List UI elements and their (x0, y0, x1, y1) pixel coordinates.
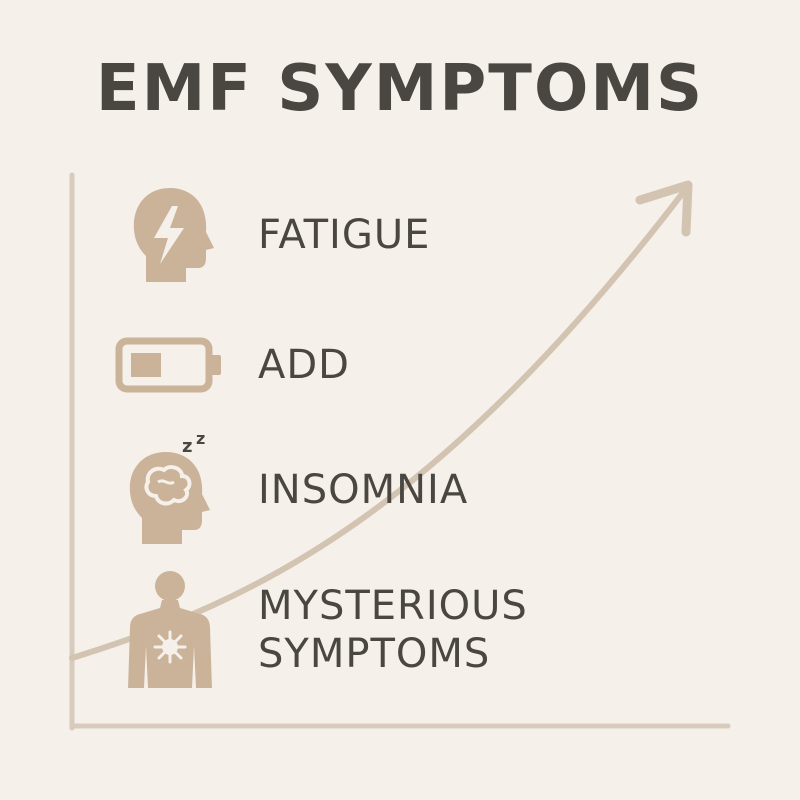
low-battery-icon (110, 300, 230, 430)
head-lightning-icon (110, 170, 230, 300)
sleeping-head-icon: z z (110, 425, 230, 555)
svg-text:z: z (196, 430, 205, 448)
symptom-label-add: ADD (258, 342, 350, 388)
trend-arrow-head (635, 180, 693, 237)
symptom-row-insomnia: z z INSOMNIA (110, 425, 468, 555)
body-burst-icon (110, 565, 230, 695)
symptom-label-mysterious: MYSTERIOUS SYMPTOMS (258, 582, 528, 678)
symptom-label-mysterious-line2: SYMPTOMS (258, 631, 491, 677)
symptom-label-fatigue: FATIGUE (258, 212, 431, 258)
page-title: EMF SYMPTOMS (95, 52, 705, 126)
svg-text:z: z (182, 436, 192, 457)
symptom-row-add: ADD (110, 300, 350, 430)
symptom-row-fatigue: FATIGUE (110, 170, 430, 300)
symptom-label-insomnia: INSOMNIA (258, 467, 469, 513)
symptom-label-mysterious-line1: MYSTERIOUS (258, 583, 528, 629)
symptom-row-mysterious: MYSTERIOUS SYMPTOMS (110, 565, 528, 695)
